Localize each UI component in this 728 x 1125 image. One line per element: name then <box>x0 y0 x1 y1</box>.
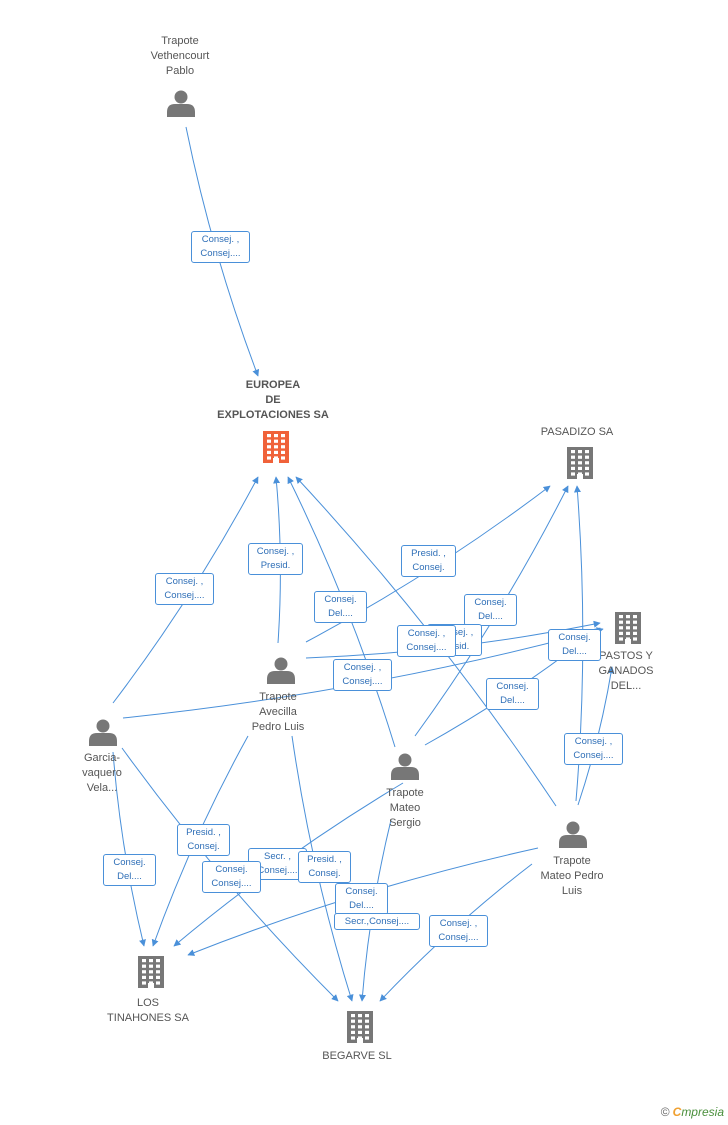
edge-label[interactable]: Consej. , Consej.... <box>333 659 392 691</box>
edge-label[interactable]: Presid. , Consej. <box>298 851 351 883</box>
node-icons <box>89 90 641 1043</box>
person-icon[interactable] <box>89 719 117 747</box>
empresia-watermark: ©Cmpresia <box>661 1105 724 1119</box>
edge-label[interactable]: Consej. , Consej.... <box>191 231 250 263</box>
person-icon[interactable] <box>267 657 295 685</box>
building-icon[interactable] <box>263 431 289 463</box>
brand-logo-letter: C <box>672 1105 682 1119</box>
person-icon[interactable] <box>391 753 419 781</box>
edge-label[interactable]: Consej. , Presid. <box>248 543 303 575</box>
node-label-trapote-mateo-pedro[interactable]: Trapote Mateo Pedro Luis <box>540 855 604 897</box>
edge-label[interactable]: Consej. , Consej.... <box>564 733 623 765</box>
edge-label[interactable]: Consej. Del.... <box>335 883 388 915</box>
edge-label[interactable]: Consej. Del.... <box>548 629 601 661</box>
edge-label[interactable]: Consej. Consej.... <box>202 861 261 893</box>
brand-logo-text: mpresia <box>681 1105 724 1119</box>
building-icon[interactable] <box>567 447 593 479</box>
building-icon[interactable] <box>347 1011 373 1043</box>
edge-label[interactable]: Consej. Del.... <box>464 594 517 626</box>
edge-label[interactable]: Consej. Del.... <box>314 591 367 623</box>
person-icon[interactable] <box>167 90 195 118</box>
edge-label[interactable]: Presid. , Consej. <box>177 824 230 856</box>
node-label-garcia-vaquero[interactable]: Garcia- vaquero Vela... <box>82 752 122 794</box>
node-label-trapote-vethencourt[interactable]: Trapote Vethencourt Pablo <box>150 35 210 77</box>
node-label-trapote-mateo-sergio[interactable]: Trapote Mateo Sergio <box>386 787 424 829</box>
person-icon[interactable] <box>559 821 587 849</box>
node-label-trapote-avecilla[interactable]: Trapote Avecilla Pedro Luis <box>251 691 305 733</box>
edge-label[interactable]: Consej. Del.... <box>103 854 156 886</box>
node-label-los-tinahones[interactable]: LOS TINAHONES SA <box>107 997 189 1024</box>
edge-label[interactable]: Consej. , Consej.... <box>397 625 456 657</box>
node-label-pastos[interactable]: PASTOS Y GANADOS DEL... <box>598 650 654 692</box>
relationship-edge <box>112 751 146 947</box>
node-label-europea[interactable]: EUROPEA DE EXPLOTACIONES SA <box>217 379 329 421</box>
edge-label[interactable]: Presid. , Consej. <box>401 545 456 577</box>
building-icon[interactable] <box>138 956 164 988</box>
edge-label[interactable]: Consej. , Consej.... <box>155 573 214 605</box>
edge-label[interactable]: Consej. , Consej.... <box>429 915 488 947</box>
edge-label[interactable]: Secr.,Consej.... <box>334 913 420 930</box>
node-label-begarve[interactable]: BEGARVE SL <box>322 1050 392 1062</box>
node-label-pasadizo[interactable]: PASADIZO SA <box>540 426 614 438</box>
edge-label[interactable]: Consej. Del.... <box>486 678 539 710</box>
building-icon[interactable] <box>615 612 641 644</box>
copyright-icon: © <box>660 1105 670 1119</box>
